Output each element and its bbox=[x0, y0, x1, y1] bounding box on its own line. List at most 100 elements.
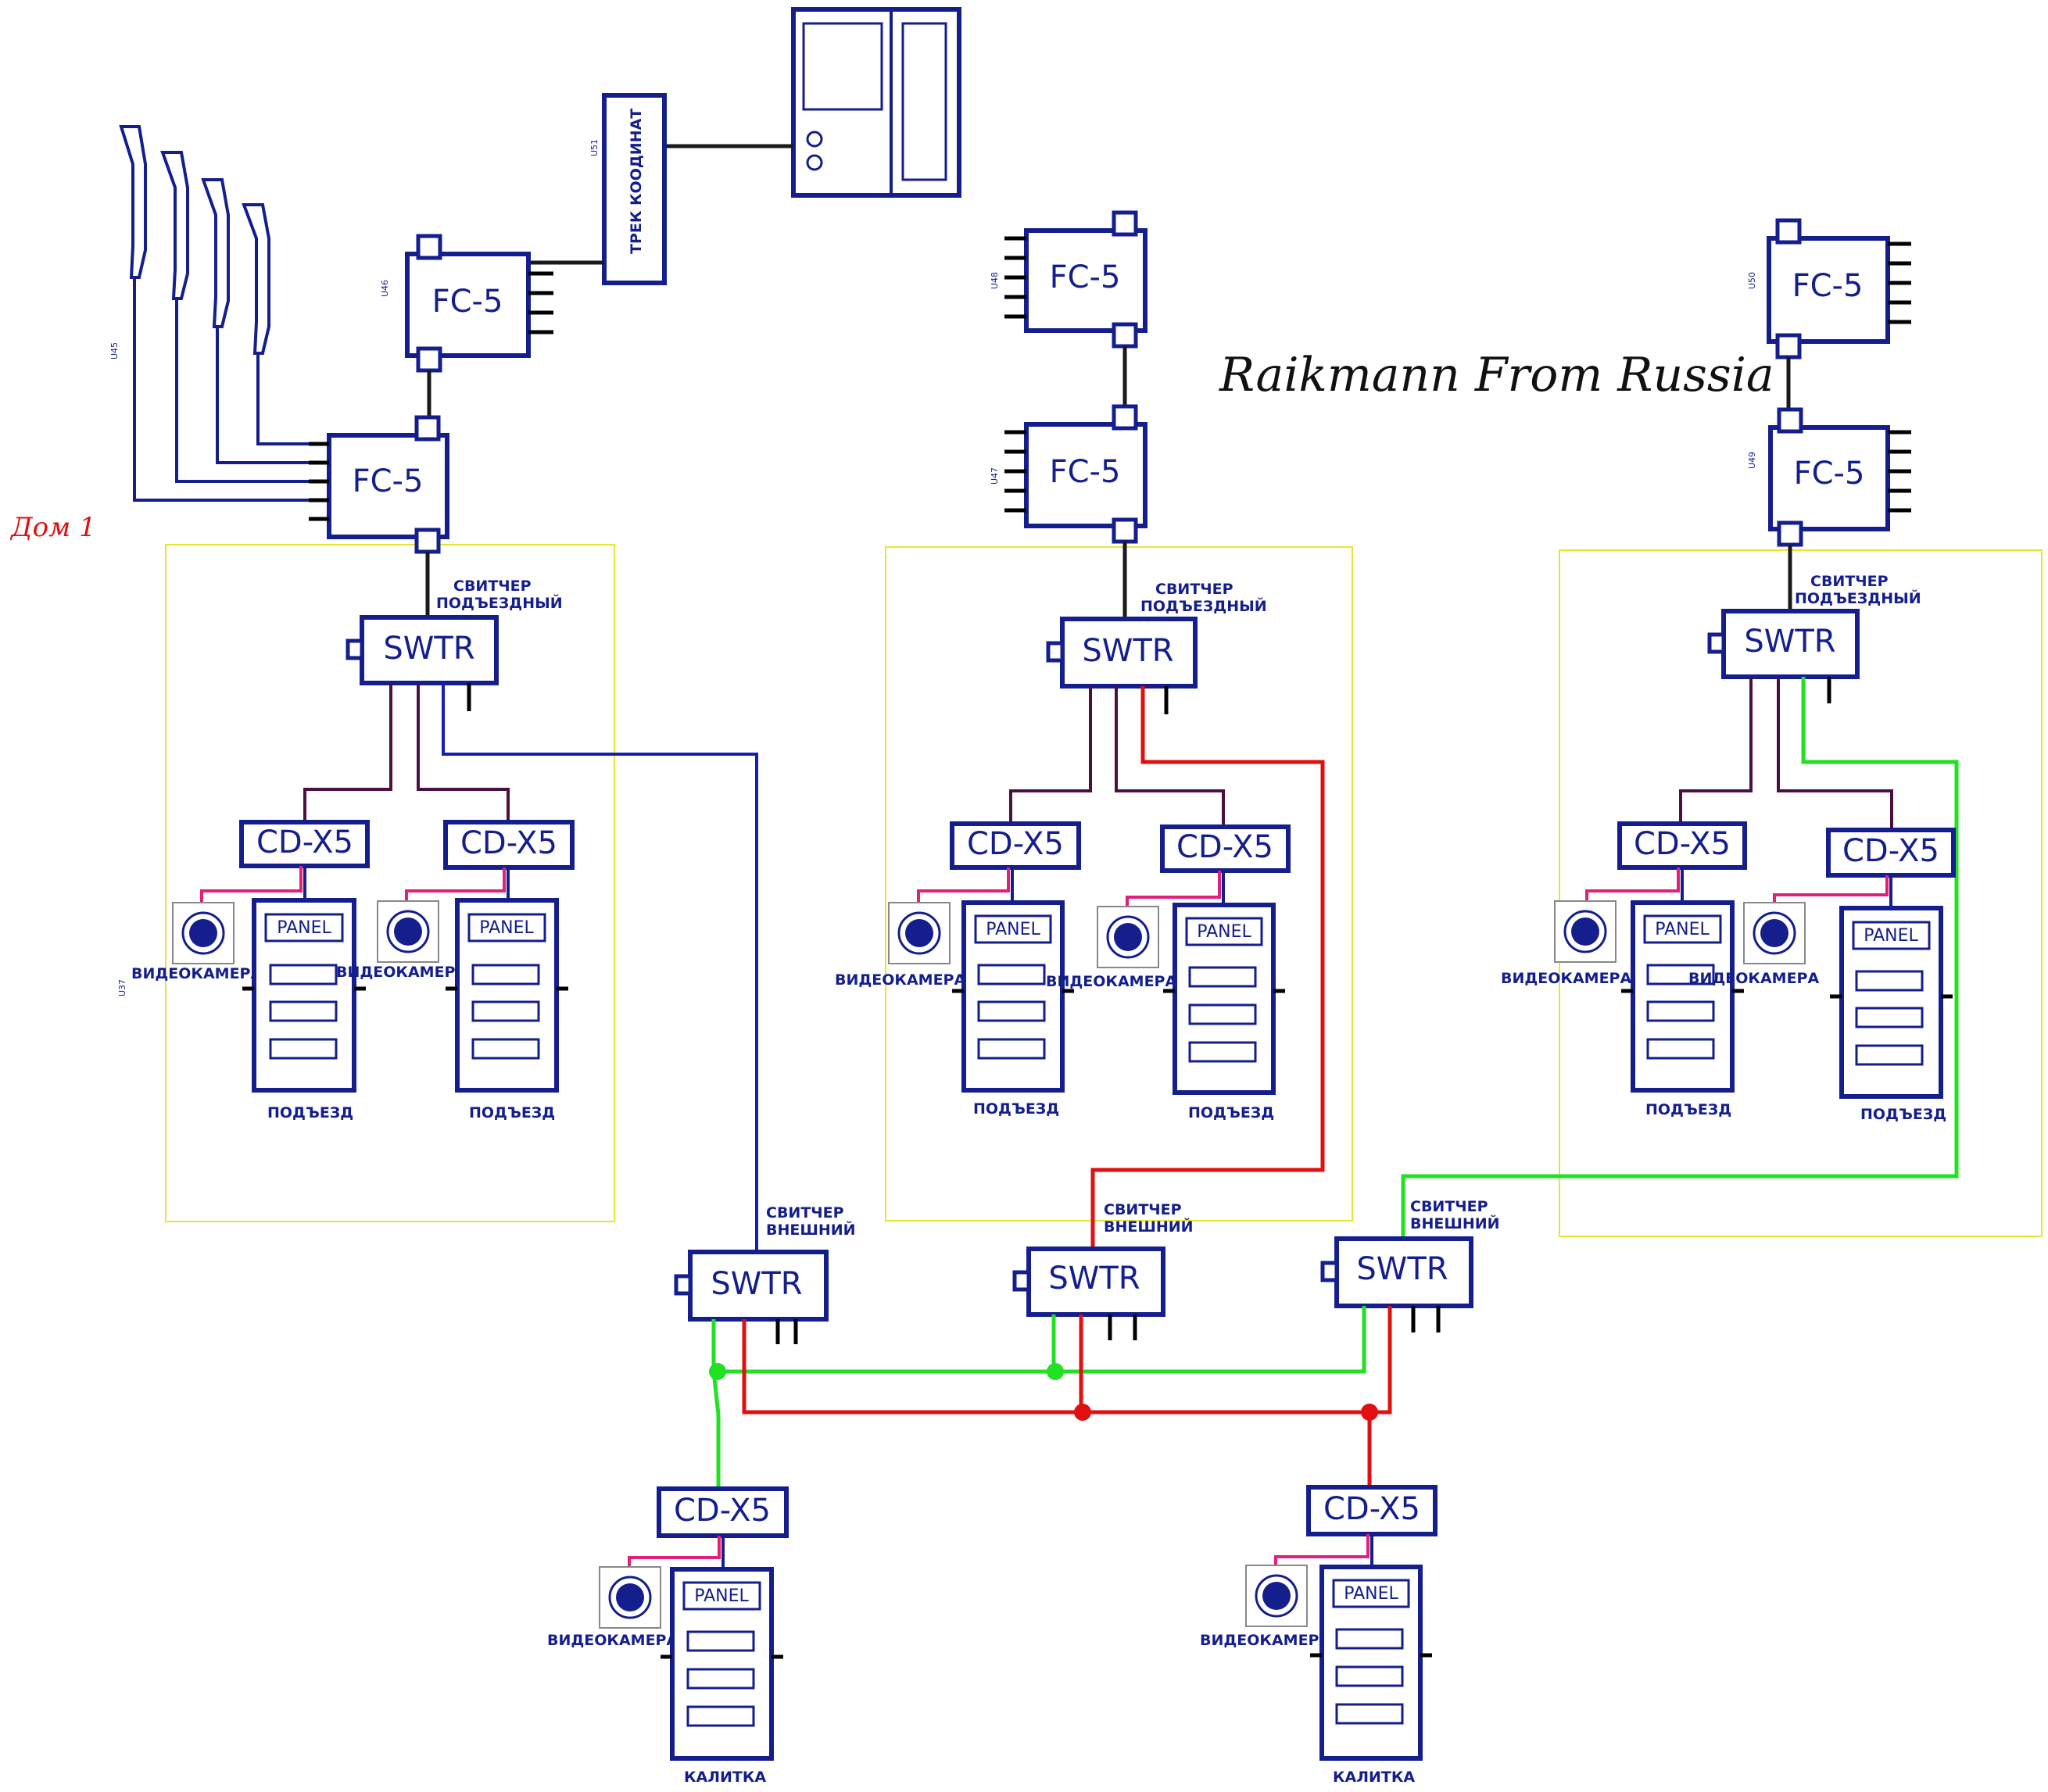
fc5-ref: U48 bbox=[990, 272, 1000, 289]
entrance-zone-2 bbox=[885, 546, 1353, 1221]
switcher-caption: ВНЕШНИЙ bbox=[766, 1221, 856, 1239]
monitor-side-panel bbox=[901, 22, 947, 181]
switcher-caption: СВИТЧЕР bbox=[1104, 1201, 1182, 1218]
fc5-label: FC-5 bbox=[1794, 456, 1865, 492]
swtr-entrance-2: SWTR bbox=[1046, 617, 1198, 714]
entrance-label: ПОДЪЕЗД bbox=[267, 1104, 353, 1121]
switcher-caption: СВИТЧЕР bbox=[1410, 1198, 1488, 1215]
camera-2: ВИДЕОКАМЕРА bbox=[336, 900, 467, 981]
entrance-zone-3 bbox=[1559, 549, 2043, 1237]
panel-6: PANEL ПОДЪЕЗД bbox=[1830, 906, 1953, 1123]
entrance-zone-1 bbox=[165, 544, 615, 1222]
camera-6: ВИДЕОКАМЕРА bbox=[1688, 902, 1819, 987]
cdx5-gate-1: CD-X5 bbox=[657, 1486, 789, 1538]
camera-4: ВИДЕОКАМЕРА bbox=[1046, 906, 1176, 990]
fc5-top-left: FC-5 U46 bbox=[380, 234, 553, 373]
swtr-label: SWTR bbox=[1744, 624, 1835, 660]
fc5-label: FC-5 bbox=[1792, 268, 1864, 304]
entrance-label: ПОДЪЕЗД bbox=[469, 1104, 555, 1121]
fc5-right-top: FC-5 U50 bbox=[1747, 218, 1911, 359]
camera-label: ВИДЕОКАМЕРА bbox=[835, 971, 965, 989]
camera-label: ВИДЕОКАМЕРА bbox=[1046, 973, 1176, 990]
fc5-label: FC-5 bbox=[432, 284, 503, 320]
wire-swtr-cd bbox=[1115, 686, 1225, 827]
cdx5-2: CD-X5 bbox=[443, 820, 575, 870]
panel-2: PANEL ПОДЪЕЗД bbox=[446, 898, 568, 1121]
switcher-caption: ПОДЪЕЗДНЫЙ bbox=[1795, 589, 1921, 607]
junction-dot bbox=[709, 1363, 726, 1380]
wire-cd-camera bbox=[1274, 1534, 1370, 1565]
cdx5-4: CD-X5 bbox=[1160, 824, 1291, 873]
cdx5-1: CD-X5 bbox=[239, 820, 370, 868]
switcher-caption: ВНЕШНИЙ bbox=[1410, 1214, 1500, 1232]
entrance-label: ПОДЪЕЗД bbox=[973, 1100, 1059, 1118]
house-label: Дом 1 bbox=[9, 512, 96, 543]
cdx5-label: CD-X5 bbox=[1323, 1491, 1420, 1527]
panel-1: PANEL ПОДЪЕЗД bbox=[242, 898, 366, 1121]
swtr-label: SWTR bbox=[1356, 1251, 1448, 1287]
cdx5-6: CD-X5 bbox=[1826, 828, 1956, 878]
wire-swtr-cd bbox=[1009, 686, 1092, 824]
camera-label: ВИДЕОКАМЕРА bbox=[547, 1632, 678, 1649]
handset-icon bbox=[119, 125, 147, 279]
cdx5-5: CD-X5 bbox=[1617, 821, 1747, 870]
cdx5-label: CD-X5 bbox=[256, 824, 353, 860]
fc5-label: FC-5 bbox=[1050, 454, 1121, 490]
panel-label: PANEL bbox=[479, 918, 534, 938]
swtr-label: SWTR bbox=[1082, 633, 1173, 669]
monitor-button bbox=[806, 131, 823, 148]
swtr-label: SWTR bbox=[711, 1266, 802, 1302]
fc5-label: FC-5 bbox=[1050, 259, 1121, 295]
track-label: ТРЕК КООДИНАТ bbox=[628, 109, 645, 254]
junction-dot bbox=[1361, 1404, 1378, 1421]
camera-5: ВИДЕОКАМЕРА bbox=[1501, 900, 1631, 987]
monitor bbox=[791, 7, 961, 198]
wire-swtr-cd bbox=[1679, 677, 1753, 824]
fc5-ref: U50 bbox=[1747, 272, 1757, 289]
swtr-entrance-1: SWTR bbox=[346, 615, 499, 711]
panel-3: PANEL ПОДЪЕЗД bbox=[952, 900, 1074, 1118]
track-ref: U51 bbox=[589, 139, 600, 156]
camera-label: ВИДЕОКАМЕРА bbox=[1501, 970, 1631, 987]
wire-cd-camera bbox=[200, 866, 303, 903]
wire-cd-camera bbox=[917, 867, 1010, 903]
wire-swtr-cd bbox=[303, 683, 392, 822]
wire-red-link bbox=[1090, 686, 1325, 1249]
handset-icon bbox=[160, 151, 189, 300]
swtr-label: SWTR bbox=[383, 631, 474, 667]
fc5-right-bottom: FC-5 U49 bbox=[1747, 407, 1911, 547]
switcher-caption: СВИТЧЕР bbox=[1155, 581, 1233, 598]
camera-label: ВИДЕОКАМЕРА bbox=[131, 965, 262, 982]
handset-wire bbox=[256, 353, 320, 445]
track-module: ТРЕК КООДИНАТ U51 bbox=[589, 93, 667, 285]
switcher-caption: ПОДЪЕЗДНЫЙ bbox=[436, 594, 563, 612]
panel-label: PANEL bbox=[1864, 926, 1918, 946]
handset-group: U45 bbox=[109, 125, 320, 502]
handset-wire bbox=[133, 277, 320, 502]
panel-gate-2: PANEL КАЛИТКА bbox=[1310, 1565, 1432, 1786]
wire-red-bus bbox=[742, 1306, 1392, 1415]
switcher-caption: ПОДЪЕЗДНЫЙ bbox=[1140, 597, 1267, 615]
wire-swtr-cd bbox=[417, 683, 510, 822]
wire-green-bus bbox=[711, 1306, 1366, 1374]
fc5-ref: U49 bbox=[1747, 452, 1757, 469]
panel-label: PANEL bbox=[986, 920, 1040, 939]
camera-label: ВИДЕОКАМЕРА bbox=[336, 964, 467, 981]
wire-cd-camera bbox=[628, 1536, 721, 1567]
cdx5-3: CD-X5 bbox=[950, 821, 1081, 870]
swtr-external-1: SWTR bbox=[674, 1250, 829, 1344]
camera-3: ВИДЕОКАМЕРА bbox=[835, 902, 965, 989]
panel-4: PANEL ПОДЪЕЗД bbox=[1163, 903, 1285, 1121]
wire-cd-camera bbox=[405, 867, 506, 901]
panel-gate-1: PANEL КАЛИТКА bbox=[661, 1567, 783, 1786]
camera-1: ВИДЕОКАМЕРА U37 bbox=[117, 902, 262, 996]
fc5-ref: U47 bbox=[990, 467, 1000, 485]
panel-label: PANEL bbox=[277, 918, 331, 938]
wire-swtr-cd bbox=[1777, 677, 1893, 830]
camera-label: ВИДЕОКАМЕРА bbox=[1688, 970, 1819, 987]
handset-wire bbox=[175, 299, 320, 483]
switcher-caption: СВИТЧЕР bbox=[766, 1204, 844, 1221]
fc5-left-lower: FC-5 bbox=[309, 415, 449, 554]
cdx5-label: CD-X5 bbox=[1842, 833, 1939, 869]
